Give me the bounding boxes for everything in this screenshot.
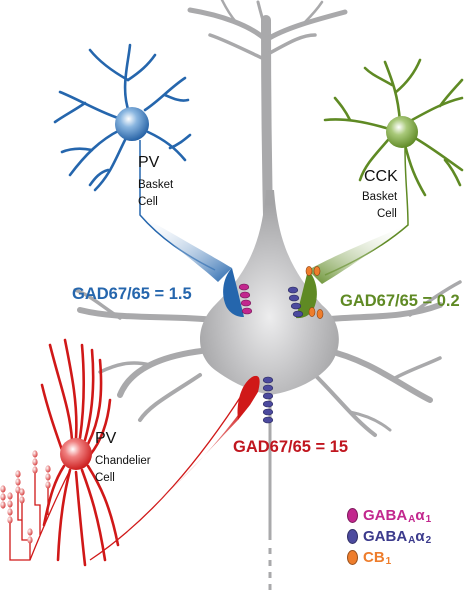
chandelier-line2: Chandelier xyxy=(95,455,151,467)
pv-basket-cell xyxy=(53,43,244,318)
pv-basket-gad-ratio: GAD67/65 = 1.5 xyxy=(72,285,192,303)
cb1-receptor-icon xyxy=(347,550,358,565)
cck-basket-line2: Basket xyxy=(362,191,398,203)
gaba-a-alpha2-receptor-icon xyxy=(347,529,358,544)
cck-basket-gad-ratio: GAD67/65 = 0.2 xyxy=(340,292,460,310)
pv-basket-line2: Basket xyxy=(138,179,174,191)
legend-label-suffix: α xyxy=(415,507,425,524)
legend-label-suffix-sub: 2 xyxy=(425,535,432,546)
legend-label-sub: 1 xyxy=(385,556,392,567)
pv-basket-line3: Cell xyxy=(138,196,158,208)
pyramidal-soma xyxy=(200,190,339,395)
pv-chandelier-cell xyxy=(0,338,260,567)
gaba-a-alpha1-receptor-icon xyxy=(347,508,358,523)
legend-label-sub: A xyxy=(408,535,416,546)
chandelier-gad-ratio: GAD67/65 = 15 xyxy=(233,438,349,456)
chandelier-line3: Cell xyxy=(95,472,115,484)
legend-label-suffix-sub: 1 xyxy=(425,514,432,525)
receptors-ais-synapse xyxy=(262,376,274,424)
chandelier-line1: PV xyxy=(95,430,117,447)
cck-basket-line1: CCK xyxy=(364,168,398,185)
legend-label-suffix: α xyxy=(415,528,425,545)
cck-basket-cell xyxy=(296,58,464,319)
pyramidal-neuron xyxy=(73,0,462,592)
receptors-pv-synapse xyxy=(238,283,253,315)
cck-basket-line3: Cell xyxy=(377,208,397,220)
legend-label: GABA xyxy=(363,507,408,524)
legend-label: CB xyxy=(363,549,385,566)
legend-label: GABA xyxy=(363,528,408,545)
legend-label-sub: A xyxy=(408,514,416,525)
chandelier-cartridges xyxy=(0,450,51,544)
pv-basket-line1: PV xyxy=(138,154,160,171)
receptors-cck-synapse xyxy=(287,266,324,319)
